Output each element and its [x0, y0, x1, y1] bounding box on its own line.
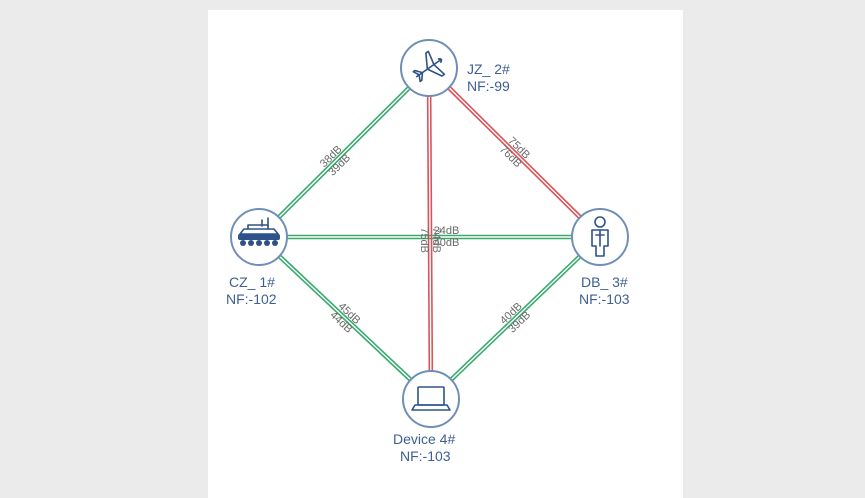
link-jz2-dev4-label-1: 74dB	[430, 227, 442, 253]
node-db3-name: DB_ 3#	[581, 274, 628, 290]
link-jz2-dev4-line-2[interactable]	[426, 96, 431, 372]
link-cz1-jz2-line-2[interactable]	[279, 88, 411, 219]
link-jz2-db3-line-2[interactable]	[447, 88, 580, 219]
armored-vehicle-icon	[238, 217, 280, 246]
node-jz2[interactable]: JZ_ 2# NF:-99	[400, 39, 510, 97]
link-jz2-dev4-line-1[interactable]	[429, 95, 434, 371]
link-db3-dev4-line-1[interactable]	[451, 256, 582, 382]
link-cz1-jz2-line-1[interactable]	[277, 86, 409, 217]
node-cz1-nf: NF:-102	[226, 291, 277, 307]
node-db3-nf: NF:-103	[579, 291, 630, 307]
node-dev4-circle	[402, 370, 460, 428]
link-cz1-dev4-line-1[interactable]	[279, 254, 413, 380]
node-jz2-name: JZ_ 2#	[467, 61, 510, 77]
node-jz2-nf: NF:-99	[467, 78, 510, 94]
node-dev4[interactable]: Device 4# NF:-103	[393, 370, 460, 464]
soldier-icon	[591, 216, 609, 257]
laptop-icon	[411, 386, 451, 411]
node-cz1[interactable]: CZ_ 1# NF:-102	[226, 208, 288, 307]
node-dev4-nf: NF:-103	[400, 448, 451, 464]
link-cz1-db3-label-2: 40dB	[434, 237, 460, 249]
node-dev4-name: Device 4#	[393, 431, 455, 447]
node-cz1-name: CZ_ 1#	[229, 274, 275, 290]
link-cz1-db3-label-1: 24dB	[434, 225, 460, 237]
node-db3[interactable]: DB_ 3# NF:-103	[571, 208, 630, 307]
link-cz1-dev4-line-2[interactable]	[277, 256, 411, 382]
link-jz2-dev4-label-2: 75dB	[418, 227, 430, 253]
link-db3-dev4-line-2[interactable]	[449, 254, 580, 380]
airplane-icon	[412, 50, 446, 83]
links-layer	[277, 86, 582, 382]
link-jz2-db3-line-1[interactable]	[449, 86, 582, 217]
